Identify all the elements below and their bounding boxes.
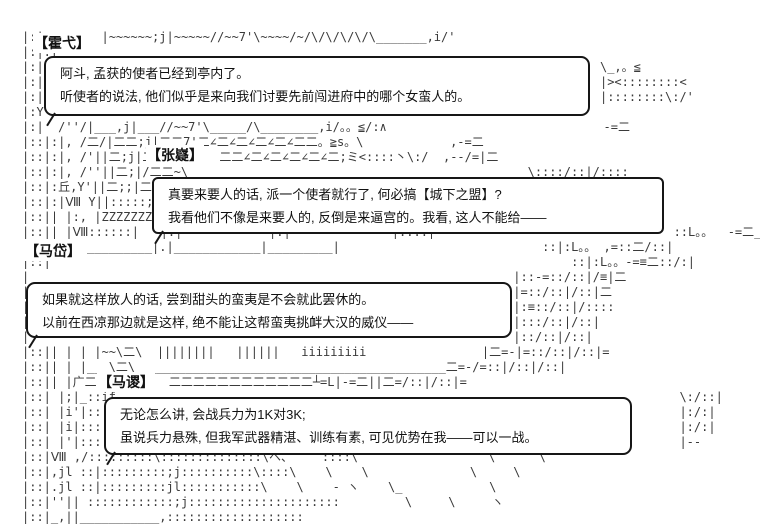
dialogue-line: 无论怎么讲, 会战兵力为1K对3K; — [120, 407, 306, 422]
dialogue-line: 真要来要人的话, 派一个使者就行了, 何必搞【城下之盟】? — [168, 187, 502, 202]
dialogue-line: 我看他们不像是来要人的, 反倒是来逼宫的。我看, 这人不能给—— — [168, 210, 547, 225]
dialogue-line: 如果就这样放人的话, 尝到甜头的蛮夷是不会就此罢休的。 — [42, 292, 375, 307]
dialogue-line: 阿斗, 孟获的使者已经到亭内了。 — [60, 66, 250, 81]
speaker-label-huoyi: 【霍弋】 — [33, 33, 91, 53]
dialogue-bubble-masu: 无论怎么讲, 会战兵力为1K对3K; 虽说兵力悬殊, 但我军武器精湛、训练有素,… — [104, 397, 632, 466]
dialogue-line: 以前在西凉那边就是这样, 绝不能让这帮蛮夷挑衅大汉的威仪—— — [42, 315, 414, 330]
dialogue-line: 虽说兵力悬殊, 但我军武器精湛、训练有素, 可见优势在我——可以一战。 — [120, 430, 538, 445]
speaker-label-masu: 【马谡】 — [97, 372, 155, 392]
speaker-label-zhangni: 【张嶷】 — [146, 145, 204, 165]
dialogue-bubble-zhangni: 真要来要人的话, 派一个使者就行了, 何必搞【城下之盟】? 我看他们不像是来要人… — [152, 177, 664, 245]
dialogue-line: 听使者的说法, 他们似乎是来向我们讨要先前闯进府中的哪个女蛮人的。 — [60, 89, 471, 104]
dialogue-bubble-huoyi: 阿斗, 孟获的使者已经到亭内了。 听使者的说法, 他们似乎是来向我们讨要先前闯进… — [44, 56, 590, 127]
speaker-label-madai: 【马岱】 — [24, 241, 82, 261]
dialogue-bubble-madai: 如果就这样放人的话, 尝到甜头的蛮夷是不会就此罢休的。 以前在西凉那边就是这样,… — [26, 282, 512, 349]
